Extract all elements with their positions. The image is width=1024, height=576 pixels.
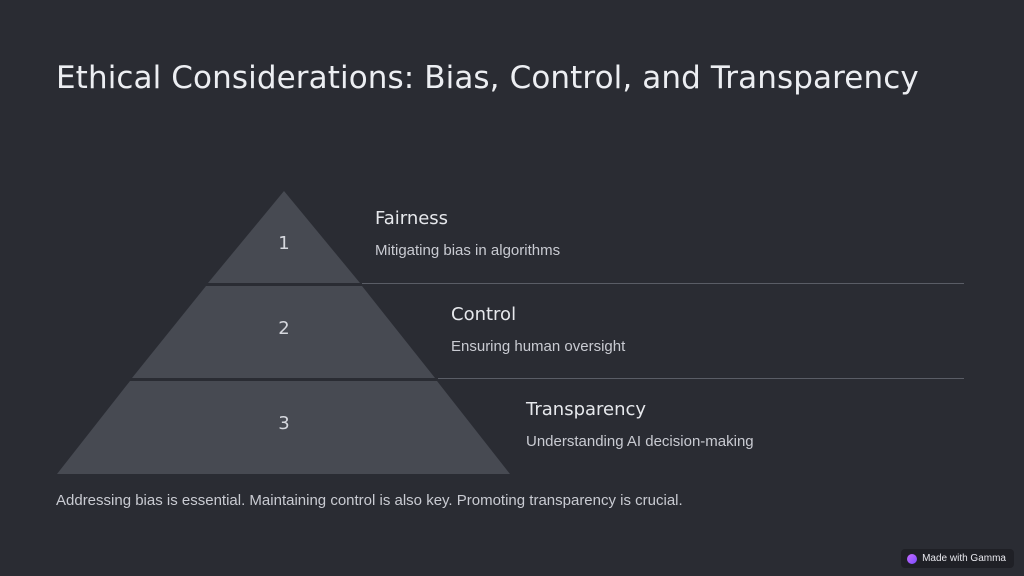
tier-1-heading: Fairness	[375, 208, 449, 229]
tier-2-description: Ensuring human oversight	[451, 338, 626, 355]
made-with-gamma-badge[interactable]: Made with Gamma	[901, 549, 1014, 568]
pyramid-tier-2-shape	[132, 286, 435, 378]
gamma-logo-icon	[907, 553, 918, 564]
tier-1-divider	[362, 283, 964, 284]
badge-label: Made with Gamma	[922, 553, 1006, 564]
pyramid-tier-3-shape	[57, 381, 510, 474]
tier-1-description: Mitigating bias in algorithms	[375, 242, 561, 259]
tier-2-number: 2	[278, 318, 290, 339]
summary-text: Addressing bias is essential. Maintainin…	[56, 492, 683, 509]
pyramid-tier-1-shape	[208, 191, 360, 283]
tier-3-heading: Transparency	[526, 399, 647, 420]
tier-1-number: 1	[278, 233, 290, 254]
tier-3-description: Understanding AI decision-making	[526, 433, 754, 450]
page-title: Ethical Considerations: Bias, Control, a…	[56, 60, 919, 96]
tier-2-heading: Control	[451, 304, 517, 325]
tier-3-number: 3	[278, 413, 290, 434]
tier-2-divider	[438, 378, 964, 379]
